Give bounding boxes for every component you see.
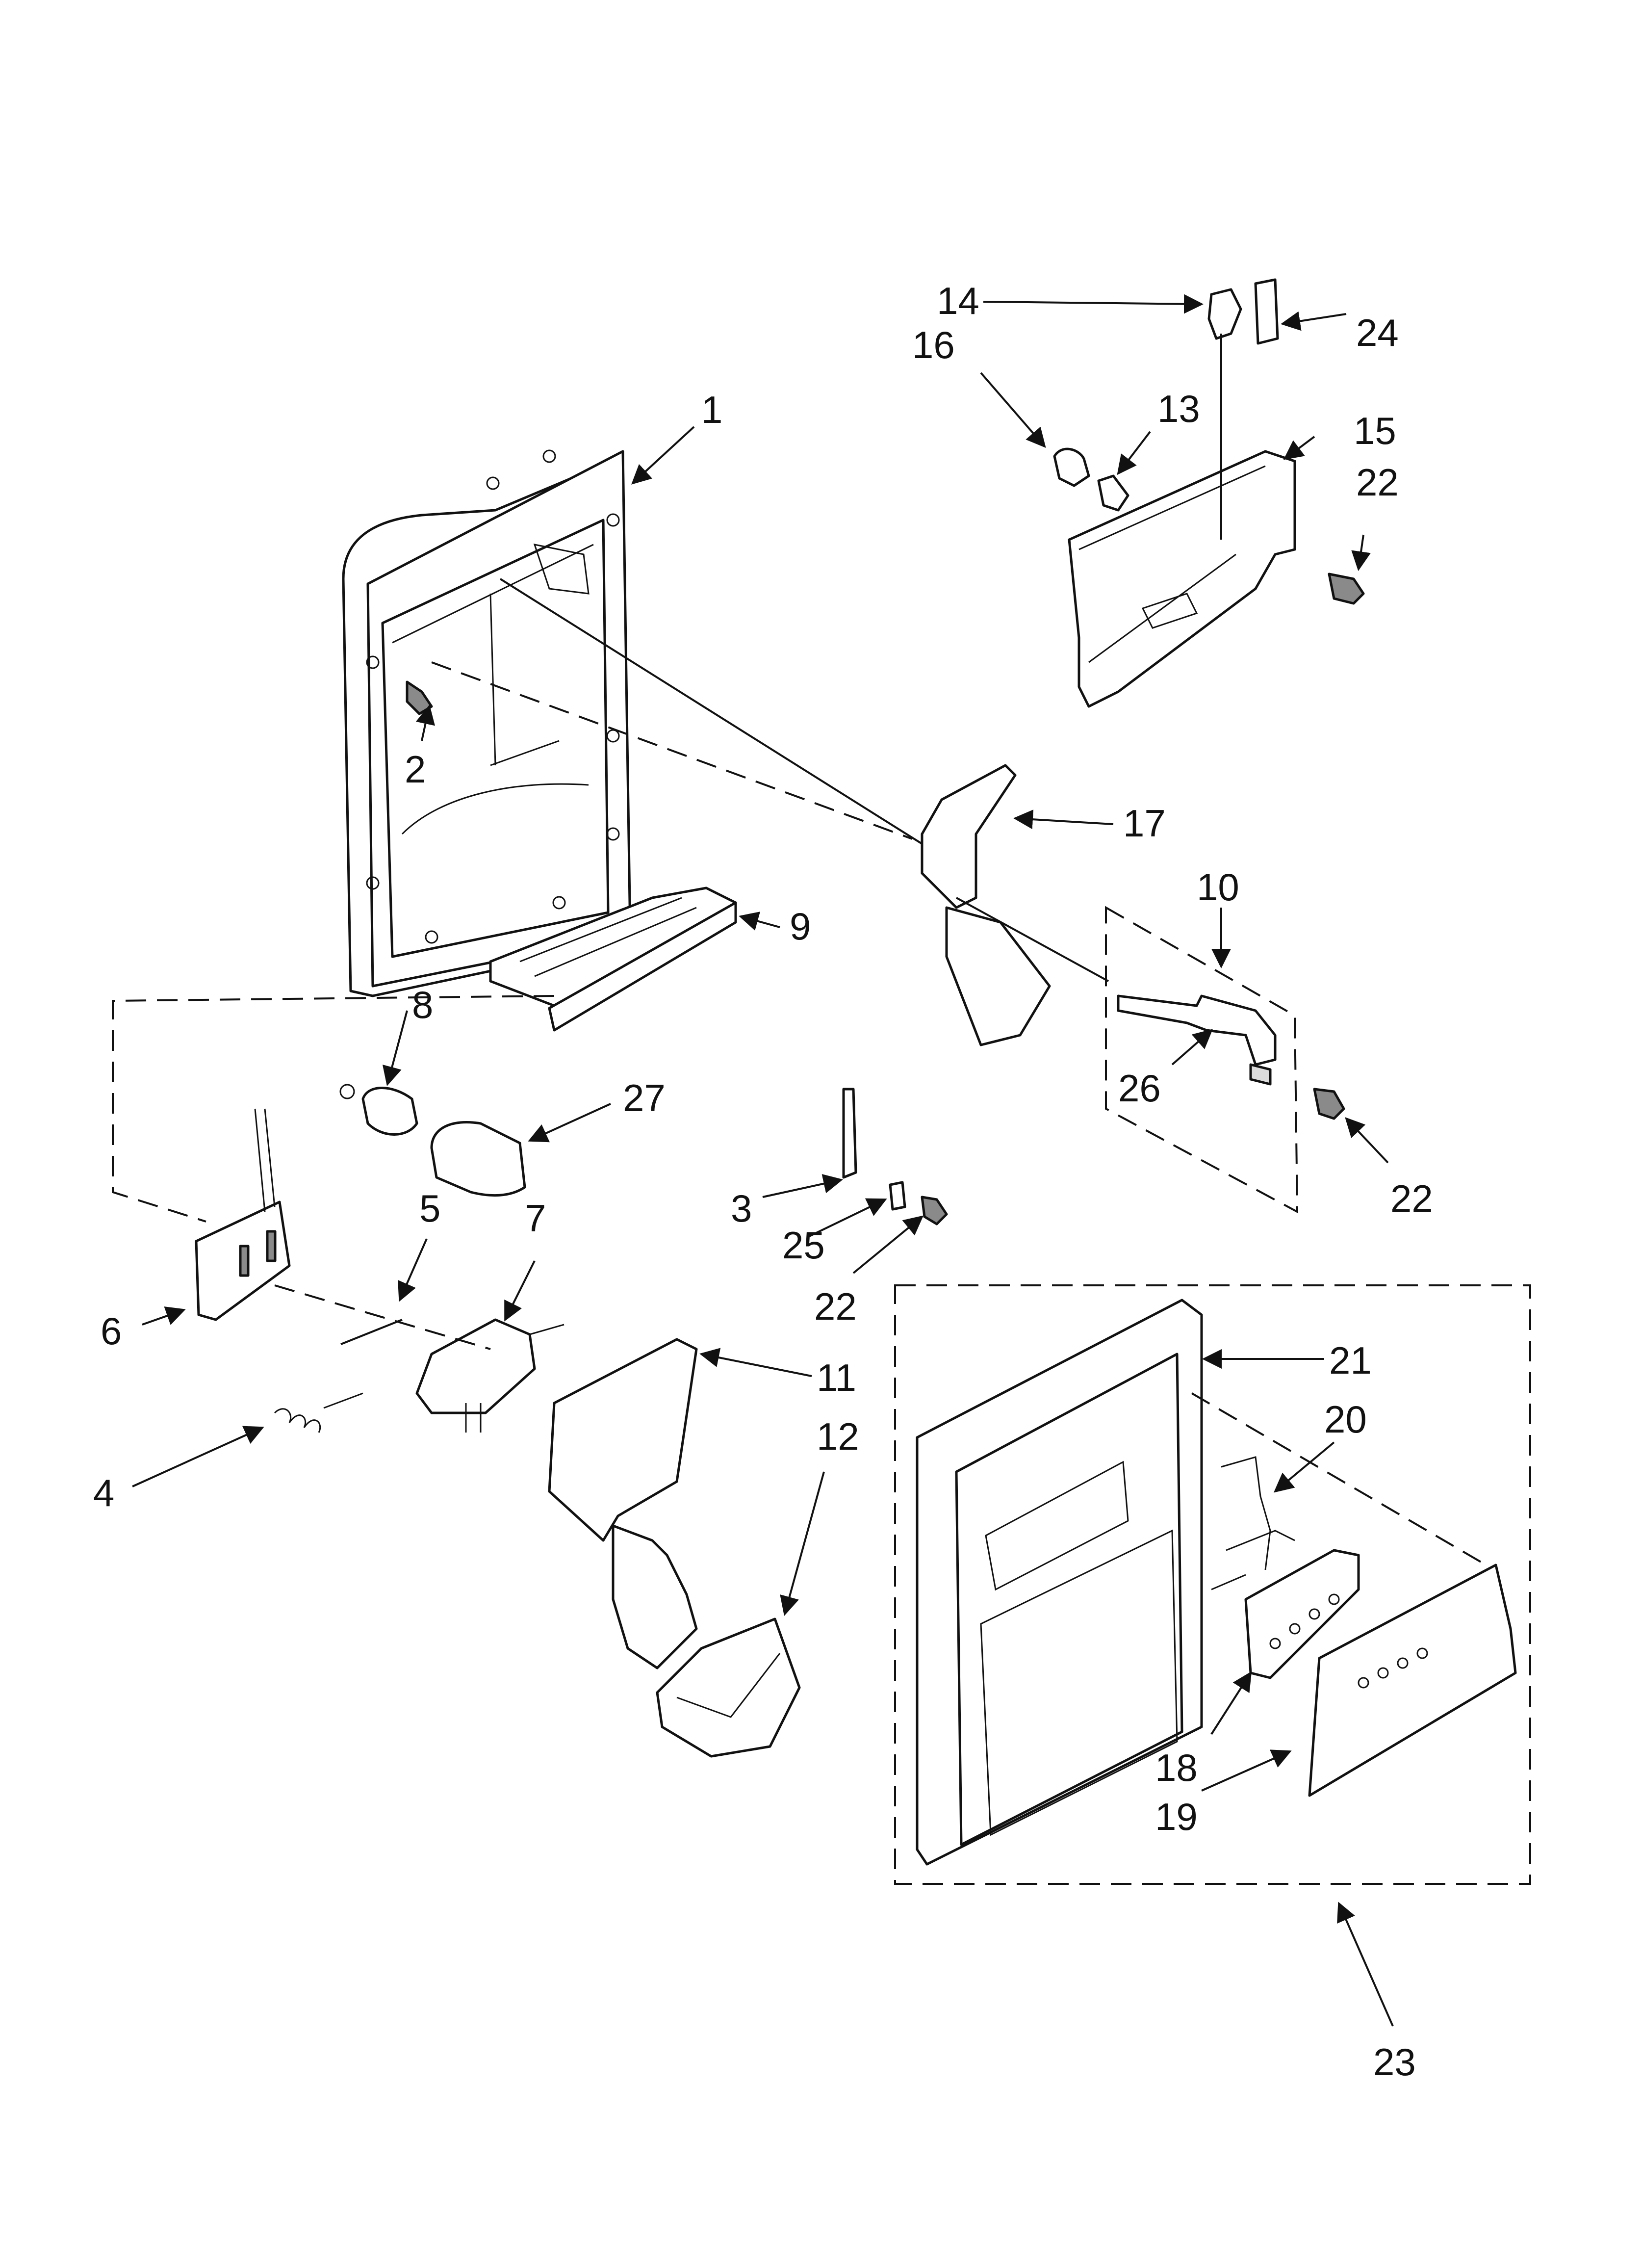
screw-part-22-top	[1328, 573, 1365, 605]
callout-26: 26	[1118, 1067, 1161, 1110]
callout-7: 7	[525, 1197, 546, 1240]
callout-22-top: 22	[1356, 461, 1399, 504]
housing-part	[342, 449, 632, 997]
spring-part-4	[274, 1392, 363, 1433]
callout-19: 19	[1155, 1795, 1198, 1838]
callout-labels: 1 2 3 4 5 6 7 8 9 10 11 12 13 14 15 16 1…	[93, 279, 1433, 2084]
callout-4: 4	[93, 1471, 114, 1514]
control-overlay-part	[1308, 1564, 1517, 1797]
callout-21: 21	[1329, 1339, 1372, 1382]
drip-tray-part	[489, 886, 737, 1032]
callout-5: 5	[419, 1187, 440, 1230]
callout-16: 16	[912, 323, 955, 366]
callout-2: 2	[405, 748, 426, 791]
water-lever-assembly-part	[1105, 906, 1299, 1214]
lamp-bulb-part	[1053, 447, 1090, 487]
callout-12: 12	[817, 1415, 859, 1458]
callout-22-right: 22	[1390, 1177, 1433, 1220]
switch-clip-part-3	[842, 1088, 857, 1179]
spacer-part-25	[889, 1181, 906, 1211]
screw-part-22-right	[1313, 1088, 1345, 1120]
screw-part-22-middle	[921, 1196, 948, 1225]
callout-6: 6	[101, 1309, 122, 1353]
lamp-socket-part	[1097, 474, 1129, 512]
callout-8: 8	[412, 983, 433, 1026]
actuator-part-7	[415, 1318, 564, 1433]
pin-part-5	[340, 1319, 403, 1345]
switch-part-14	[1207, 288, 1242, 340]
flapper-cover-part-27	[430, 1121, 526, 1197]
callout-17: 17	[1123, 802, 1166, 845]
bracket-part	[1068, 450, 1296, 708]
callout-18: 18	[1155, 1746, 1198, 1789]
leader-arrows	[132, 294, 1394, 2027]
callout-15: 15	[1354, 409, 1396, 452]
callout-23: 23	[1373, 2040, 1416, 2084]
callout-13: 13	[1157, 387, 1200, 430]
callout-3: 3	[731, 1187, 752, 1230]
callout-24: 24	[1356, 311, 1399, 354]
ice-chute-part	[656, 1617, 801, 1758]
solenoid-cover-part	[195, 1108, 291, 1321]
callout-22-middle: 22	[814, 1285, 857, 1328]
callout-25: 25	[782, 1224, 825, 1267]
callout-20: 20	[1324, 1398, 1367, 1441]
callout-9: 9	[790, 905, 811, 948]
wire-harness-part	[1211, 1456, 1295, 1590]
callout-10: 10	[1197, 865, 1239, 909]
callout-11: 11	[817, 1356, 856, 1399]
water-paddle-part	[921, 764, 1051, 1046]
solenoid-part-8	[339, 1084, 418, 1136]
facade-assembly-box	[894, 1284, 1531, 1885]
callout-1: 1	[701, 388, 722, 431]
ice-paddle-part	[548, 1338, 698, 1669]
callout-14: 14	[937, 279, 979, 322]
callout-27: 27	[623, 1076, 666, 1120]
spacer-part-24	[1254, 278, 1279, 345]
alignment-lines	[112, 334, 1487, 1566]
dispenser-facade-part	[916, 1299, 1203, 1866]
